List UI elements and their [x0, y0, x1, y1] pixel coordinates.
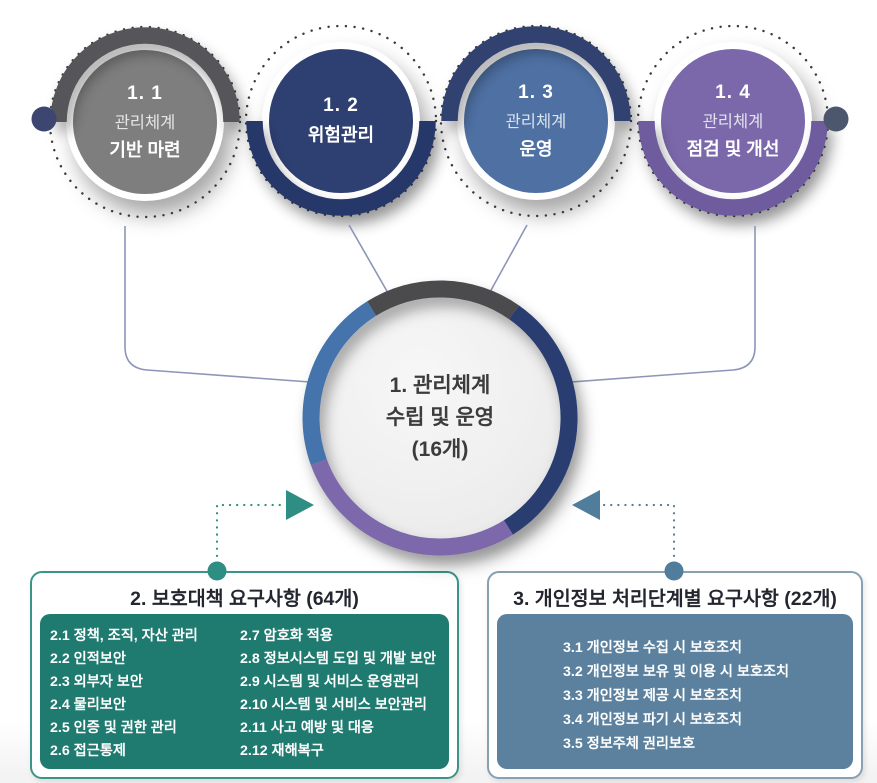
list-item: 2.3 외부자 보안	[50, 674, 143, 690]
node-1-3-management-operation: 1. 3 관리체계 운영	[457, 42, 615, 200]
node-subtitle: 관리체계	[702, 112, 764, 131]
node-number: 1. 2	[323, 95, 359, 116]
node-subtitle: 관리체계	[114, 113, 176, 132]
protection-list-right-column: 2.7 암호화 적용 2.8 정보시스템 도입 및 개발 보안 2.9 시스템 …	[240, 625, 443, 763]
protection-requirements-box: 2. 보호대책 요구사항 (64개) 2.1 정책, 조직, 자산 관리 2.2…	[30, 571, 459, 779]
protection-requirements-title: 2. 보호대책 요구사항 (64개)	[130, 588, 359, 610]
node-1-4-check-improve: 1. 4 관리체계 점검 및 개선	[654, 42, 812, 200]
guide-line-left	[215, 503, 286, 565]
protection-list-left-column: 2.1 정책, 조직, 자산 관리 2.2 인적보안 2.3 외부자 보안 2.…	[50, 625, 236, 763]
list-item: 2.5 인증 및 권한 관리	[50, 720, 177, 736]
list-item: 3.3 개인정보 제공 시 보호조치	[563, 688, 743, 704]
protection-requirements-list: 2.1 정책, 조직, 자산 관리 2.2 인적보안 2.3 외부자 보안 2.…	[40, 614, 449, 769]
node-title: 운영	[519, 138, 553, 159]
connector-node3-center	[489, 224, 528, 293]
list-item: 2.11 사고 예방 및 대응	[240, 720, 374, 736]
list-item: 2.12 재해복구	[240, 743, 324, 759]
node-number: 1. 3	[518, 81, 554, 103]
list-item: 2.9 시스템 및 서비스 운영관리	[240, 674, 420, 690]
node-title: 기반 마련	[109, 139, 181, 160]
node-number: 1. 1	[127, 82, 163, 104]
connector-node4-center	[570, 226, 756, 383]
arc-end-dot-left	[31, 106, 57, 132]
arrow-left-icon	[572, 490, 600, 520]
list-item: 3.1 개인정보 수집 시 보호조치	[563, 640, 743, 656]
list-item: 2.7 암호화 적용	[240, 628, 333, 644]
node-title: 점검 및 개선	[686, 138, 780, 159]
list-item: 3.4 개인정보 파기 시 보호조치	[563, 712, 743, 728]
center-count: (16개)	[411, 438, 469, 461]
list-item: 2.2 인적보안	[50, 651, 126, 667]
arc-end-dot-right	[823, 106, 849, 132]
node-number: 1. 4	[715, 81, 751, 103]
arrow-right-icon	[286, 490, 314, 520]
list-item: 3.2 개인정보 보유 및 이용 시 보호조치	[563, 664, 790, 680]
node-1-1-management-foundation: 1. 1 관리체계 기반 마련	[66, 43, 224, 201]
list-item: 3.5 정보주체 권리보호	[563, 736, 696, 752]
personal-info-requirements-box: 3. 개인정보 처리단계별 요구사항 (22개) 3.1 개인정보 수집 시 보…	[487, 571, 863, 779]
node-1-2-risk-management: 1. 2 위험관리	[262, 42, 420, 200]
guide-line-right	[600, 503, 676, 565]
node-subtitle: 관리체계	[505, 112, 567, 131]
personal-info-requirements-title: 3. 개인정보 처리단계별 요구사항 (22개)	[513, 588, 837, 610]
connector-node1-center	[124, 226, 311, 383]
connector-node2-center	[348, 224, 389, 294]
center-node-management-system: 1. 관리체계 수립 및 운영 (16개)	[319, 297, 561, 539]
center-line-2: 수립 및 운영	[385, 406, 495, 429]
list-item: 2.1 정책, 조직, 자산 관리	[50, 628, 198, 644]
center-line-1: 1. 관리체계	[389, 374, 491, 397]
list-item: 2.4 물리보안	[50, 697, 126, 713]
node-title: 위험관리	[307, 125, 375, 145]
list-item: 2.10 시스템 및 서비스 보안관리	[240, 697, 427, 713]
personal-info-list: 3.1 개인정보 수집 시 보호조치 3.2 개인정보 보유 및 이용 시 보호…	[563, 636, 843, 756]
list-item: 2.8 정보시스템 도입 및 개발 보안	[240, 651, 437, 667]
list-item: 2.6 접근통제	[50, 743, 126, 759]
personal-info-requirements-list: 3.1 개인정보 수집 시 보호조치 3.2 개인정보 보유 및 이용 시 보호…	[497, 614, 853, 769]
